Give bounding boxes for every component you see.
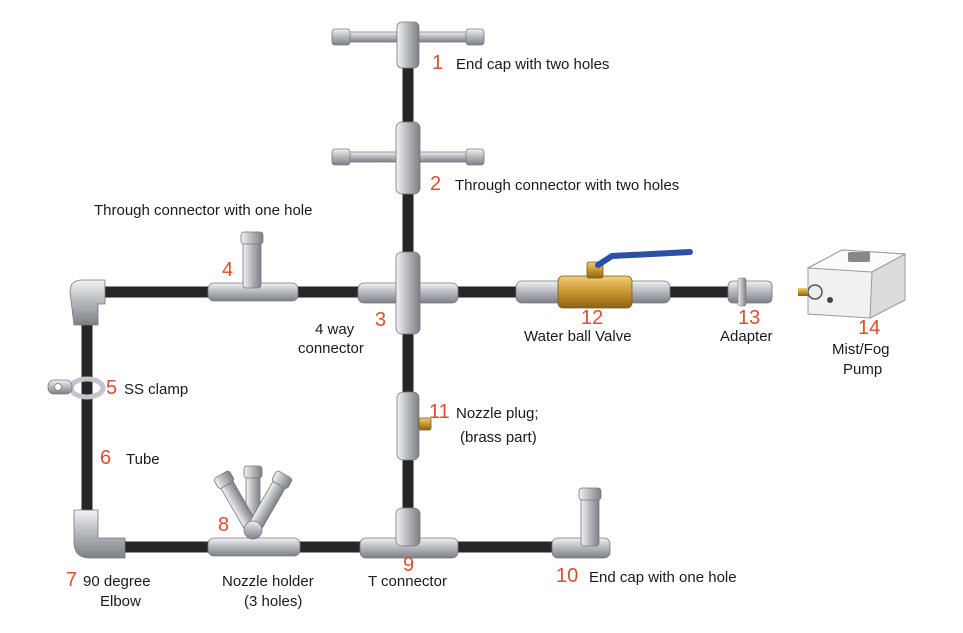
label-3-text: 4 way [315, 321, 355, 338]
label-4: Through connector with one hole 4 [94, 202, 312, 281]
valve-handle [595, 249, 693, 268]
pump-gauge [807, 284, 823, 300]
number-11: 11 [429, 401, 450, 423]
nozzle-holder-three-holes [207, 465, 301, 557]
label-14-text-line2: Pump [843, 361, 882, 378]
nozzle-plug-brass [396, 391, 432, 461]
number-12: 12 [581, 307, 603, 329]
label-7-text: 90 degree [83, 573, 151, 590]
label-1: 1 End cap with two holes [432, 52, 609, 74]
number-7: 7 [66, 569, 77, 591]
mist-fog-pump [798, 249, 907, 319]
label-3-text-line2: connector [298, 340, 364, 357]
label-8-text: Nozzle holder [222, 573, 314, 590]
number-3: 3 [375, 309, 386, 331]
label-11: 11 Nozzle plug; (brass part) [429, 401, 539, 446]
number-4: 4 [222, 259, 233, 281]
label-10: 10 End cap with one hole [556, 565, 737, 587]
label-9-text: T connector [368, 573, 447, 590]
through-connector-one-hole [207, 231, 299, 302]
label-14-text: Mist/Fog [832, 341, 890, 358]
number-9: 9 [403, 554, 414, 576]
label-5: 5 SS clamp [106, 377, 188, 399]
elbow-top-left [69, 279, 106, 326]
number-8: 8 [218, 514, 229, 536]
label-4-text: Through connector with one hole [94, 202, 312, 219]
number-1: 1 [432, 52, 443, 74]
label-5-text: SS clamp [124, 381, 188, 398]
number-10: 10 [556, 565, 578, 587]
label-11-text: Nozzle plug; [456, 405, 539, 422]
t-connector [359, 507, 459, 559]
label-7-text-line2: Elbow [100, 593, 141, 610]
label-6-text: Tube [126, 451, 160, 468]
label-2: 2 Through connector with two holes [430, 173, 679, 195]
label-6: 6 Tube [100, 447, 160, 469]
end-cap-two-holes [331, 21, 485, 69]
label-8-text-line2: (3 holes) [244, 593, 302, 610]
number-14: 14 [858, 317, 880, 339]
label-12-text: Water ball Valve [524, 328, 632, 345]
label-12: 12 Water ball Valve [524, 307, 632, 345]
label-13: 13 Adapter [720, 307, 773, 345]
number-2: 2 [430, 173, 441, 195]
label-13-text: Adapter [720, 328, 773, 345]
pump-handle [848, 252, 870, 262]
label-2-text: Through connector with two holes [455, 177, 679, 194]
adapter [727, 277, 773, 307]
through-connector-two-holes [331, 121, 485, 195]
number-13: 13 [738, 307, 760, 329]
ss-clamp [47, 376, 106, 400]
end-cap-one-hole [551, 487, 611, 559]
four-way-connector [357, 251, 459, 335]
label-14: 14 Mist/Fog Pump [832, 317, 890, 378]
label-11-text-line2: (brass part) [460, 429, 537, 446]
label-1-text: End cap with two holes [456, 56, 609, 73]
label-9: 9 T connector [368, 554, 447, 590]
number-6: 6 [100, 447, 111, 469]
elbow-bottom-left [73, 509, 126, 559]
label-3: 3 4 way connector [298, 309, 386, 357]
number-5: 5 [106, 377, 117, 399]
water-ball-valve [515, 249, 693, 309]
label-10-text: End cap with one hole [589, 569, 737, 586]
label-8: 8 Nozzle holder (3 holes) [218, 514, 314, 610]
label-7: 7 90 degree Elbow [66, 569, 151, 610]
